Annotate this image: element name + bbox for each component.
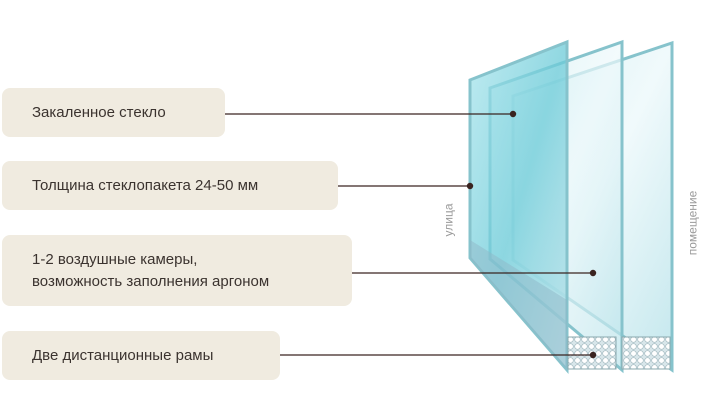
label-text: Закаленное стекло: [32, 103, 166, 121]
outside-label: улица: [441, 203, 456, 237]
pointer-dot: [589, 269, 597, 277]
label-thickness: Толщина стеклопакета 24-50 мм: [2, 161, 338, 210]
label-text: Толщина стеклопакета 24-50 мм: [32, 176, 259, 194]
label-text: возможность заполнения аргоном: [32, 272, 270, 290]
inside-label: помещение: [685, 190, 700, 256]
label-text: Две дистанционные рамы: [32, 346, 214, 364]
spacer-frame-2: [621, 336, 671, 370]
label-text: 1-2 воздушные камеры,: [32, 250, 198, 268]
pointer-dot: [589, 351, 597, 359]
pointer-dot: [466, 182, 474, 190]
label-spacer-frames: Две дистанционные рамы: [2, 331, 280, 380]
label-tempered-glass: Закаленное стекло: [2, 88, 225, 137]
pointer-dot: [509, 110, 517, 118]
label-air-chambers: 1-2 воздушные камеры, возможность заполне…: [2, 235, 352, 306]
